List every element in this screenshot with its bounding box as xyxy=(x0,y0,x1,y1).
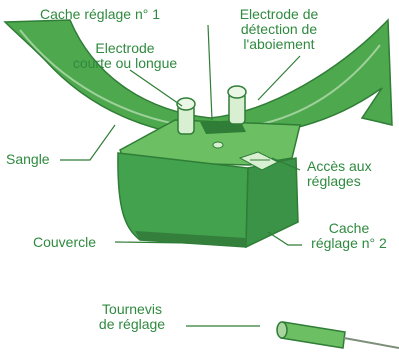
label-couvercle: Couvercle xyxy=(33,234,97,250)
collar-box xyxy=(117,119,301,249)
screwdriver xyxy=(276,321,399,349)
label-electrode-courte: Electrode courte ou longue xyxy=(72,40,178,71)
leader-lines xyxy=(60,24,302,327)
label-acces-reglages: Accès aux réglages xyxy=(307,158,372,189)
label-cache-reglage-2: Cache réglage n° 2 xyxy=(311,220,387,251)
label-tournevis: Tournevis de réglage xyxy=(98,301,166,332)
label-electrode-aboiement: Electrode de détection de l'aboiement xyxy=(239,6,319,52)
electrode-short xyxy=(176,97,196,135)
label-sangle: Sangle xyxy=(6,151,50,167)
label-cache-reglage-1: Cache réglage n° 1 xyxy=(40,6,161,22)
electrode-bark xyxy=(227,85,247,125)
